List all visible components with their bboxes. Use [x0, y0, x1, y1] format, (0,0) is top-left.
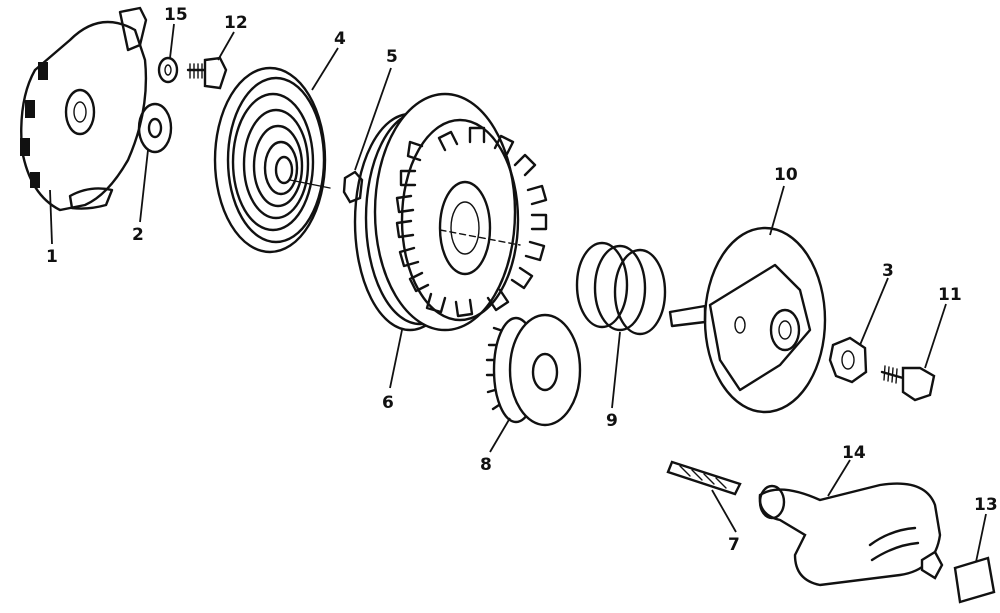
callout-4: 4 [334, 29, 346, 49]
callout-9: 9 [606, 411, 618, 431]
part-14-handle [758, 482, 942, 587]
part-12-bolt [186, 56, 228, 90]
callout-12: 12 [224, 13, 248, 33]
part-8-drive-gear [485, 313, 582, 427]
pulley-gear-teeth [395, 126, 548, 318]
callouts: 1 2 15 12 4 5 6 8 9 10 3 11 7 14 13 [46, 5, 998, 555]
part-1-housing-plate [20, 6, 148, 212]
rope-clip [920, 550, 944, 580]
part-4-recoil-spring [213, 66, 331, 254]
callout-15: 15 [164, 5, 188, 25]
part-3-retainer [828, 336, 868, 384]
part-13-handle-insert [953, 556, 996, 604]
callout-14: 14 [842, 443, 866, 463]
part-11-bolt [880, 365, 936, 402]
part-2-washer [137, 102, 173, 154]
callout-2: 2 [132, 225, 144, 245]
callout-13: 13 [974, 495, 998, 515]
callout-6: 6 [382, 393, 394, 413]
callout-8: 8 [480, 455, 492, 475]
part-15-washer [157, 56, 179, 84]
callout-5: 5 [386, 47, 398, 67]
callout-1: 1 [46, 247, 58, 267]
part-7-starter-rope [666, 460, 742, 496]
part-6-pulley [353, 92, 548, 332]
callout-11: 11 [938, 285, 962, 305]
callout-10: 10 [774, 165, 798, 185]
part-9-springs [575, 241, 667, 336]
part-10-friction-plate [668, 226, 827, 414]
callout-7: 7 [728, 535, 740, 555]
leader-lines [49, 23, 987, 563]
callout-3: 3 [882, 261, 894, 281]
